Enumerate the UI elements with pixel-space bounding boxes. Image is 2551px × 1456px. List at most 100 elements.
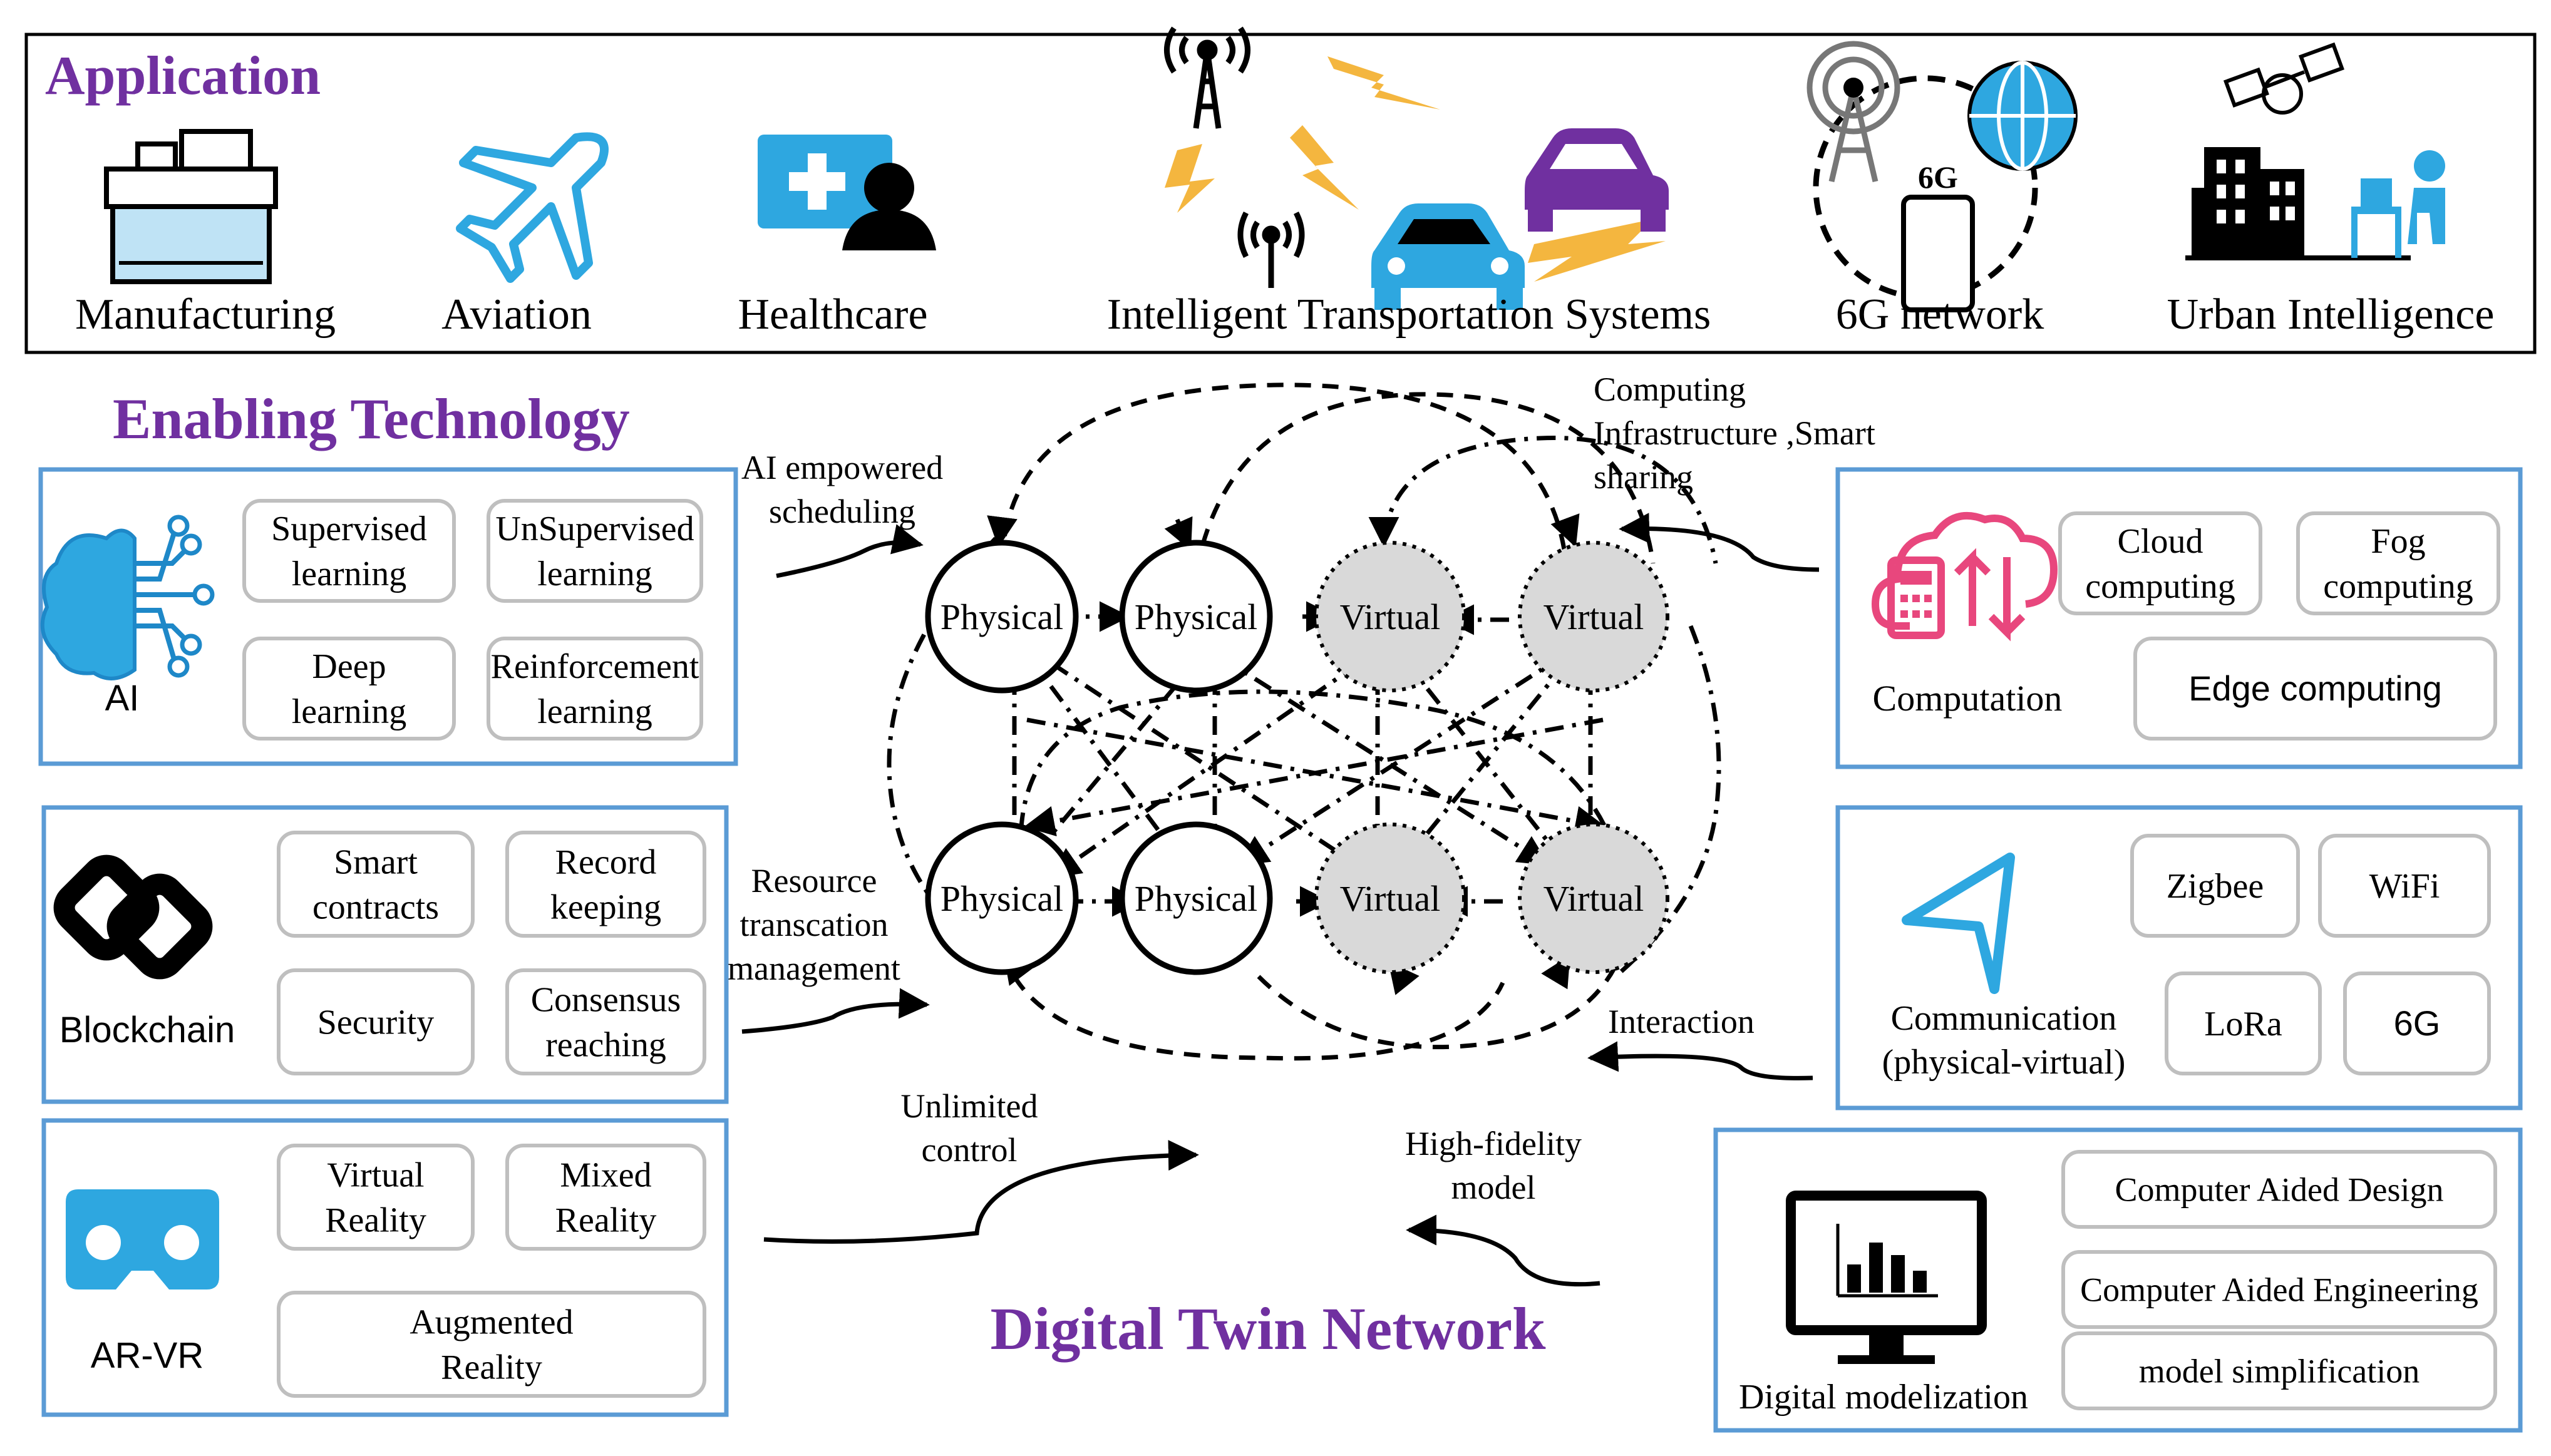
cash-register-icon [104,129,278,284]
network-title: Digital Twin Network [990,1295,1546,1362]
computation-label: Computation [1873,678,2063,719]
ai-box-0-line-1: learning [292,555,406,593]
annot-hf-2: model [1451,1169,1536,1206]
navigation-arrow-icon [1902,853,2015,994]
network-rings [887,382,1721,1061]
blockchain-box-3-line-0: Consensus [531,981,681,1020]
node-physical-1: Physical [1119,540,1273,694]
network-links [999,601,1606,917]
modelization-box-2-line-0: model simplification [2139,1352,2420,1390]
annot-comp-1: Computing [1594,371,1746,408]
6g-badge: 6G [1918,160,1958,195]
node-label-5: Physical [1135,878,1258,919]
healthcare-icon [758,135,936,250]
purple-car-icon [1525,128,1669,232]
communication-box-3: 6G [2343,972,2491,1075]
node-label-2: Virtual [1340,597,1441,637]
small-tower-icon [1237,211,1305,288]
communication-box-1-line-0: WiFi [2369,867,2440,906]
blockchain-box-3-line-1: reaching [545,1025,666,1064]
6g-network-icon: 6G [1806,41,2078,312]
node-label-4: Physical [941,878,1064,919]
side-arrows [741,513,1820,1287]
blockchain-frame [41,805,729,1104]
ai-brain-icon [40,515,215,680]
modelization-box-0-line-0: Computer Aided Design [2115,1171,2444,1208]
app-label-healthcare: Healthcare [738,290,927,339]
arvr-box-2-line-1: Reality [441,1348,542,1387]
app-label-urban: Urban Intelligence [2167,290,2495,339]
vr-headset-icon [66,1189,219,1289]
ai-boxes: SupervisedlearningUnSupervisedlearningDe… [242,499,703,741]
arvr-label: AR-VR [91,1335,204,1376]
node-label-1: Physical [1135,597,1258,637]
modelization-box-1: Computer Aided Engineering [2061,1250,2497,1329]
urban-intelligence-icon [2185,42,2445,260]
application-title: Application [45,46,321,106]
blockchain-box-1-line-1: keeping [550,888,661,926]
computation-box-0-line-1: computing [2085,567,2235,606]
blockchain-box-3: Consensus reaching [505,968,706,1075]
arvr-box-2-line-0: Augmented [410,1303,573,1342]
computation-box-1-line-0: Fog [2371,522,2425,561]
arvr-box-0-line-1: Reality [325,1201,426,1239]
network-annotations: AI empowered scheduling Computing Infras… [728,371,1875,1206]
app-label-6g: 6G network [1836,290,2044,339]
node-label-3: Virtual [1543,597,1644,637]
ai-box-3-line-0: Reinforcement [491,647,699,686]
annot-ai-1: AI empowered [741,449,943,486]
blockchain-icon [53,854,213,980]
blockchain-box-2: Security [277,968,475,1075]
communication-box-3-line-0: 6G [2394,1003,2441,1043]
arvr-box-1-line-1: Reality [555,1201,657,1239]
monitor-chart-icon [1786,1191,1987,1364]
cell-tower-icon [1164,26,1250,129]
annot-res-2: transcation [740,906,889,943]
modelization-label: Digital modelization [1739,1378,2028,1417]
communication-label-1: Communication [1891,999,2117,1038]
modelization-frame [1713,1127,2523,1433]
computation-box-0: Cloud computing [2058,511,2262,615]
annot-unl-2: control [922,1131,1018,1169]
computation-box-2: Edge computing [2133,637,2497,741]
ai-box-2-line-1: learning [292,692,406,731]
lightning-icon [1165,56,1666,282]
communication-box-2: LoRa [2165,972,2322,1075]
node-physical-4: Physical [925,821,1079,975]
modelization-box-1-line-0: Computer Aided Engineering [2080,1271,2478,1308]
node-virtual-3: Virtual [1518,541,1669,692]
modelization-box-0: Computer Aided Design [2061,1150,2497,1229]
node-label-6: Virtual [1340,878,1441,919]
computation-frame [1835,467,2523,769]
node-virtual-7: Virtual [1518,823,1669,974]
app-label-its: Intelligent Transportation Systems [1107,290,1711,339]
annot-ai-2: scheduling [769,493,915,530]
cloud-computation-icon [1871,511,2058,642]
annot-hf-1: High-fidelity [1405,1125,1582,1162]
communication-box-1: WiFi [2318,834,2491,938]
communication-box-2-line-0: LoRa [2204,1005,2282,1043]
arvr-box-0-line-0: Virtual [327,1156,424,1195]
arvr-box-1-line-0: Mixed [560,1156,651,1195]
blockchain-box-2-line-0: Security [317,1003,435,1042]
arvr-boxes: VirtualRealityMixedRealityAugmentedReali… [277,1144,706,1398]
annot-res-1: Resource [751,862,877,900]
computation-box-0-line-0: Cloud [2118,522,2203,561]
blue-car-icon [1371,203,1525,310]
node-label-7: Virtual [1543,878,1644,919]
ai-box-1-line-0: UnSupervised [495,510,694,548]
annot-comp-3: sharing [1594,458,1693,496]
enabling-title: Enabling Technology [113,387,630,451]
modelization-box-2: model simplification [2061,1331,2497,1410]
